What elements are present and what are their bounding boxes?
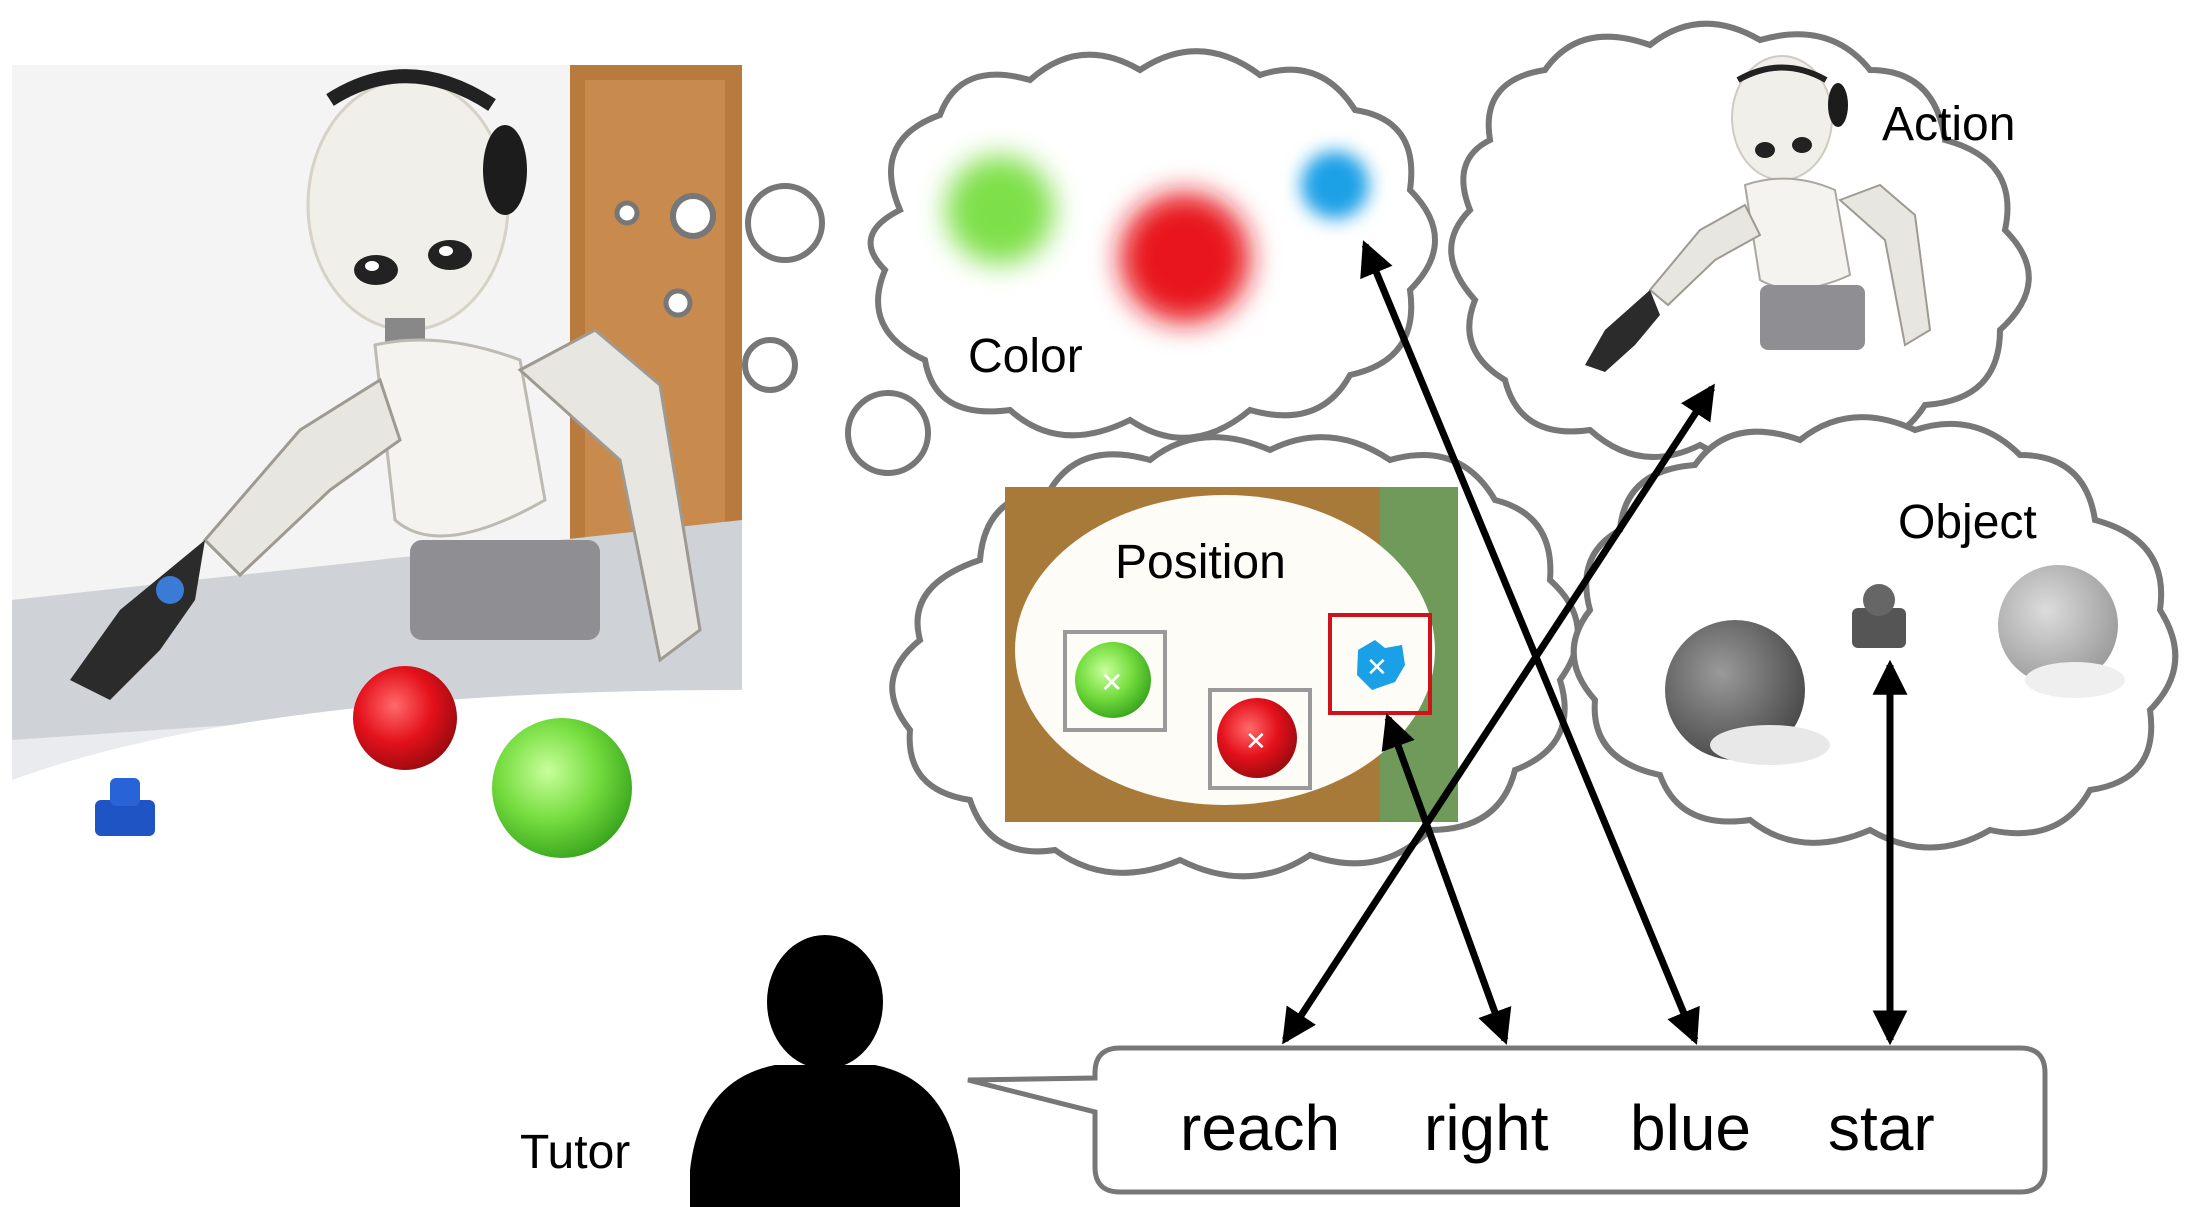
word-star: star: [1828, 1092, 1935, 1164]
arrow-blue-color: [1360, 240, 1700, 1045]
object-light-shadow: [2025, 662, 2125, 698]
action-cloud: Action: [1448, 20, 2032, 465]
photo-red-ball: [353, 666, 457, 770]
tutor-body: [690, 1065, 960, 1207]
object-cloud-label: Object: [1898, 496, 2037, 549]
photo-blue-block: [95, 778, 155, 836]
position-box-green: [1063, 630, 1167, 732]
color-cloud: Color: [867, 48, 1438, 441]
speech-bubble: reach right blue star: [967, 1045, 2048, 1195]
object-cloud: Object: [1570, 414, 2179, 851]
position-cloud-label: Position: [1115, 536, 1286, 589]
tutor-head: [767, 935, 883, 1069]
position-mark-green: ✕: [1100, 666, 1123, 699]
arrows: [1282, 240, 1908, 1046]
position-green-ball: [1075, 642, 1151, 718]
word-right: right: [1424, 1092, 1549, 1164]
object-light-ball: [1998, 565, 2118, 685]
object-grey-shadow: [1710, 725, 1830, 765]
color-cloud-label: Color: [968, 330, 1083, 383]
thought-bubbles: [614, 183, 931, 476]
word-reach: reach: [1180, 1092, 1340, 1164]
position-red-ball: [1217, 698, 1297, 778]
position-mark-red: ✕: [1245, 727, 1267, 757]
tutor-figure: Tutor: [520, 935, 960, 1207]
robot-photo: [12, 65, 742, 858]
color-green-blob: [946, 156, 1054, 264]
robot-figure: [70, 69, 702, 700]
position-mark-blue: ✕: [1366, 653, 1388, 683]
tutor-label: Tutor: [520, 1126, 630, 1179]
word-blue: blue: [1630, 1092, 1751, 1164]
color-blue-blob: [1301, 151, 1369, 219]
photo-green-ball: [492, 718, 632, 858]
object-grey-block: [1852, 584, 1906, 648]
color-red-blob: [1120, 193, 1250, 323]
action-cloud-label: Action: [1882, 98, 2015, 151]
